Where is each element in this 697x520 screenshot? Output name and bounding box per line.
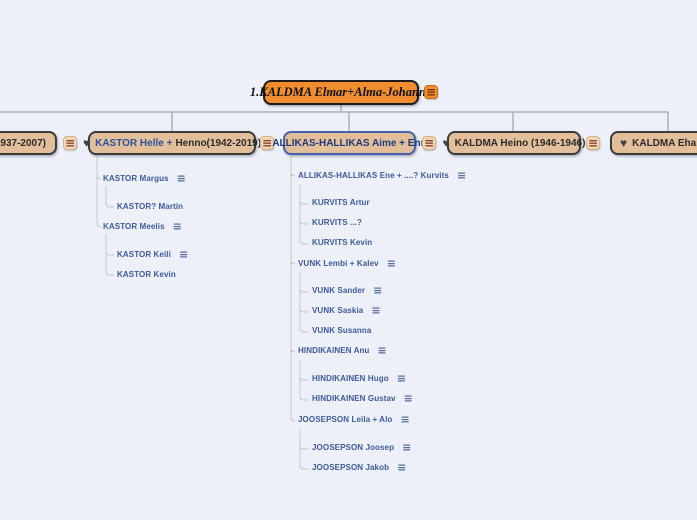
hamburger-icon[interactable]: ≡ [402, 441, 412, 454]
hamburger-icon: ≡ [587, 136, 599, 150]
hamburger-icon[interactable]: ≡ [397, 461, 407, 474]
node-root-kaldma-elmar[interactable]: 1.KALDMA Elmar+Alma-Johanna [250, 80, 432, 105]
tree-item-vunk-sander[interactable]: VUNK Sander ≡ [312, 285, 382, 296]
tree-item-label: KASTOR Kevin [117, 270, 176, 279]
hamburger-icon[interactable]: ≡ [456, 169, 467, 182]
tree-item-allikas-ene-kurvits[interactable]: ALLIKAS-HALLIKAS Ene + ....? Kurvits ≡ [298, 170, 466, 181]
tree-item-label: KURVITS ...? [312, 218, 362, 227]
node-menu-button[interactable]: ≡ [260, 136, 274, 150]
tree-item-kastor-martin[interactable]: KASTOR? Martin [117, 201, 183, 212]
tree-item-vunk-lembi-kalev[interactable]: VUNK Lembi + Kalev ≡ [298, 258, 396, 269]
tree-item-kurvits-artur[interactable]: KURVITS Artur [312, 197, 370, 208]
tree-item-label: VUNK Susanna [312, 326, 372, 335]
tree-item-kastor-margus[interactable]: KASTOR Margus ≡ [103, 173, 186, 184]
tree-item-label: HINDIKAINEN Gustav [312, 394, 396, 403]
tree-item-label: ALLIKAS-HALLIKAS Ene + ....? Kurvits [298, 171, 449, 180]
node-menu-button[interactable]: ≡ [63, 136, 77, 150]
tree-item-joosepson-jakob[interactable]: JOOSEPSON Jakob ≡ [312, 462, 406, 473]
hamburger-icon: ≡ [64, 136, 76, 150]
tree-item-joosepson-joosep[interactable]: JOOSEPSON Joosep ≡ [312, 442, 411, 453]
heart-icon: ♥ [82, 136, 91, 150]
hamburger-icon[interactable]: ≡ [178, 248, 189, 261]
tree-item-label: VUNK Lembi + Kalev [298, 259, 379, 268]
tree-item-label: KURVITS Kevin [312, 238, 373, 247]
tree-item-hindikainen-gustav[interactable]: HINDIKAINEN Gustav ≡ [312, 393, 413, 404]
node-label-spouse: KASTOR Helle + [95, 137, 173, 149]
tree-item-kurvits-unknown[interactable]: KURVITS ...? [312, 217, 362, 228]
node-label: ALLIKAS-HALLIKAS Aime + Enn [272, 137, 427, 149]
node-kaldma-eha-truncated[interactable]: ♥ KALDMA Eha (19 [610, 131, 697, 155]
tree-item-hindikainen-anu[interactable]: HINDIKAINEN Anu ≡ [298, 345, 387, 356]
tree-item-label: JOOSEPSON Joosep [312, 443, 395, 452]
hamburger-icon[interactable]: ≡ [377, 344, 387, 357]
hamburger-icon[interactable]: ≡ [400, 413, 410, 426]
node-kaldma-heino[interactable]: ♥ KALDMA Heino (1946-1946) [443, 131, 585, 155]
tree-item-hindikainen-hugo[interactable]: HINDIKAINEN Hugo ≡ [312, 373, 406, 384]
hamburger-icon[interactable]: ≡ [176, 172, 186, 185]
hamburger-icon[interactable]: ≡ [172, 220, 182, 233]
tree-item-label: JOOSEPSON Leila + Alo [298, 415, 393, 424]
tree-item-label: HINDIKAINEN Anu [298, 346, 370, 355]
node-menu-button[interactable]: ≡ [586, 136, 600, 150]
tree-item-kastor-kevin[interactable]: KASTOR Kevin [117, 269, 176, 280]
hamburger-icon: ≡ [261, 136, 273, 150]
tree-item-label: HINDIKAINEN Hugo [312, 374, 389, 383]
hamburger-icon: ≡ [423, 136, 435, 150]
hamburger-icon: ≡ [425, 85, 437, 99]
hamburger-icon[interactable]: ≡ [373, 284, 383, 297]
tree-item-label: VUNK Saskia [312, 306, 364, 315]
tree-item-label: KASTOR Keili [117, 250, 171, 259]
tree-item-label: KASTOR Meelis [103, 222, 165, 231]
tree-item-label: KASTOR? Martin [117, 202, 184, 211]
hamburger-icon[interactable]: ≡ [396, 372, 407, 385]
tree-item-kastor-meelis[interactable]: KASTOR Meelis ≡ [103, 221, 182, 232]
hamburger-icon[interactable]: ≡ [403, 392, 413, 405]
heart-icon: ♥ [442, 136, 450, 150]
tree-item-kurvits-kevin[interactable]: KURVITS Kevin [312, 237, 372, 248]
node-allikas-hallikas-aime-enn[interactable]: ALLIKAS-HALLIKAS Aime + Enn [272, 131, 427, 155]
tree-item-label: KURVITS Artur [312, 198, 370, 207]
root-menu-button[interactable]: ≡ [424, 85, 438, 99]
tree-item-kastor-keili[interactable]: KASTOR Keili ≡ [117, 249, 188, 260]
tree-item-vunk-saskia[interactable]: VUNK Saskia ≡ [312, 305, 381, 316]
tree-item-label: JOOSEPSON Jakob [312, 463, 390, 472]
node-label: KALDMA Heino (1946-1946) [454, 137, 586, 149]
node-label: 1.KALDMA Elmar+Alma-Johanna [249, 85, 433, 99]
node-label: KALDMA Eha (19 [632, 137, 697, 149]
node-menu-button[interactable]: ≡ [422, 136, 436, 150]
hamburger-icon[interactable]: ≡ [371, 304, 381, 317]
heart-icon: ♥ [620, 136, 628, 150]
node-label: v(1937-2007) [0, 137, 46, 149]
node-gen2-truncated-left[interactable]: v(1937-2007) [0, 131, 57, 155]
node-label: Henno(1942-2019) [175, 137, 262, 149]
node-kastor-helle-henno[interactable]: ♥ KASTOR Helle + Henno(1942-2019) [83, 131, 261, 155]
tree-item-label: KASTOR Margus [103, 174, 169, 183]
hamburger-icon[interactable]: ≡ [386, 257, 397, 270]
tree-item-vunk-susanna[interactable]: VUNK Susanna [312, 325, 371, 336]
tree-item-label: VUNK Sander [312, 286, 366, 295]
tree-item-joosepson-leila-alo[interactable]: JOOSEPSON Leila + Alo ≡ [298, 414, 410, 425]
